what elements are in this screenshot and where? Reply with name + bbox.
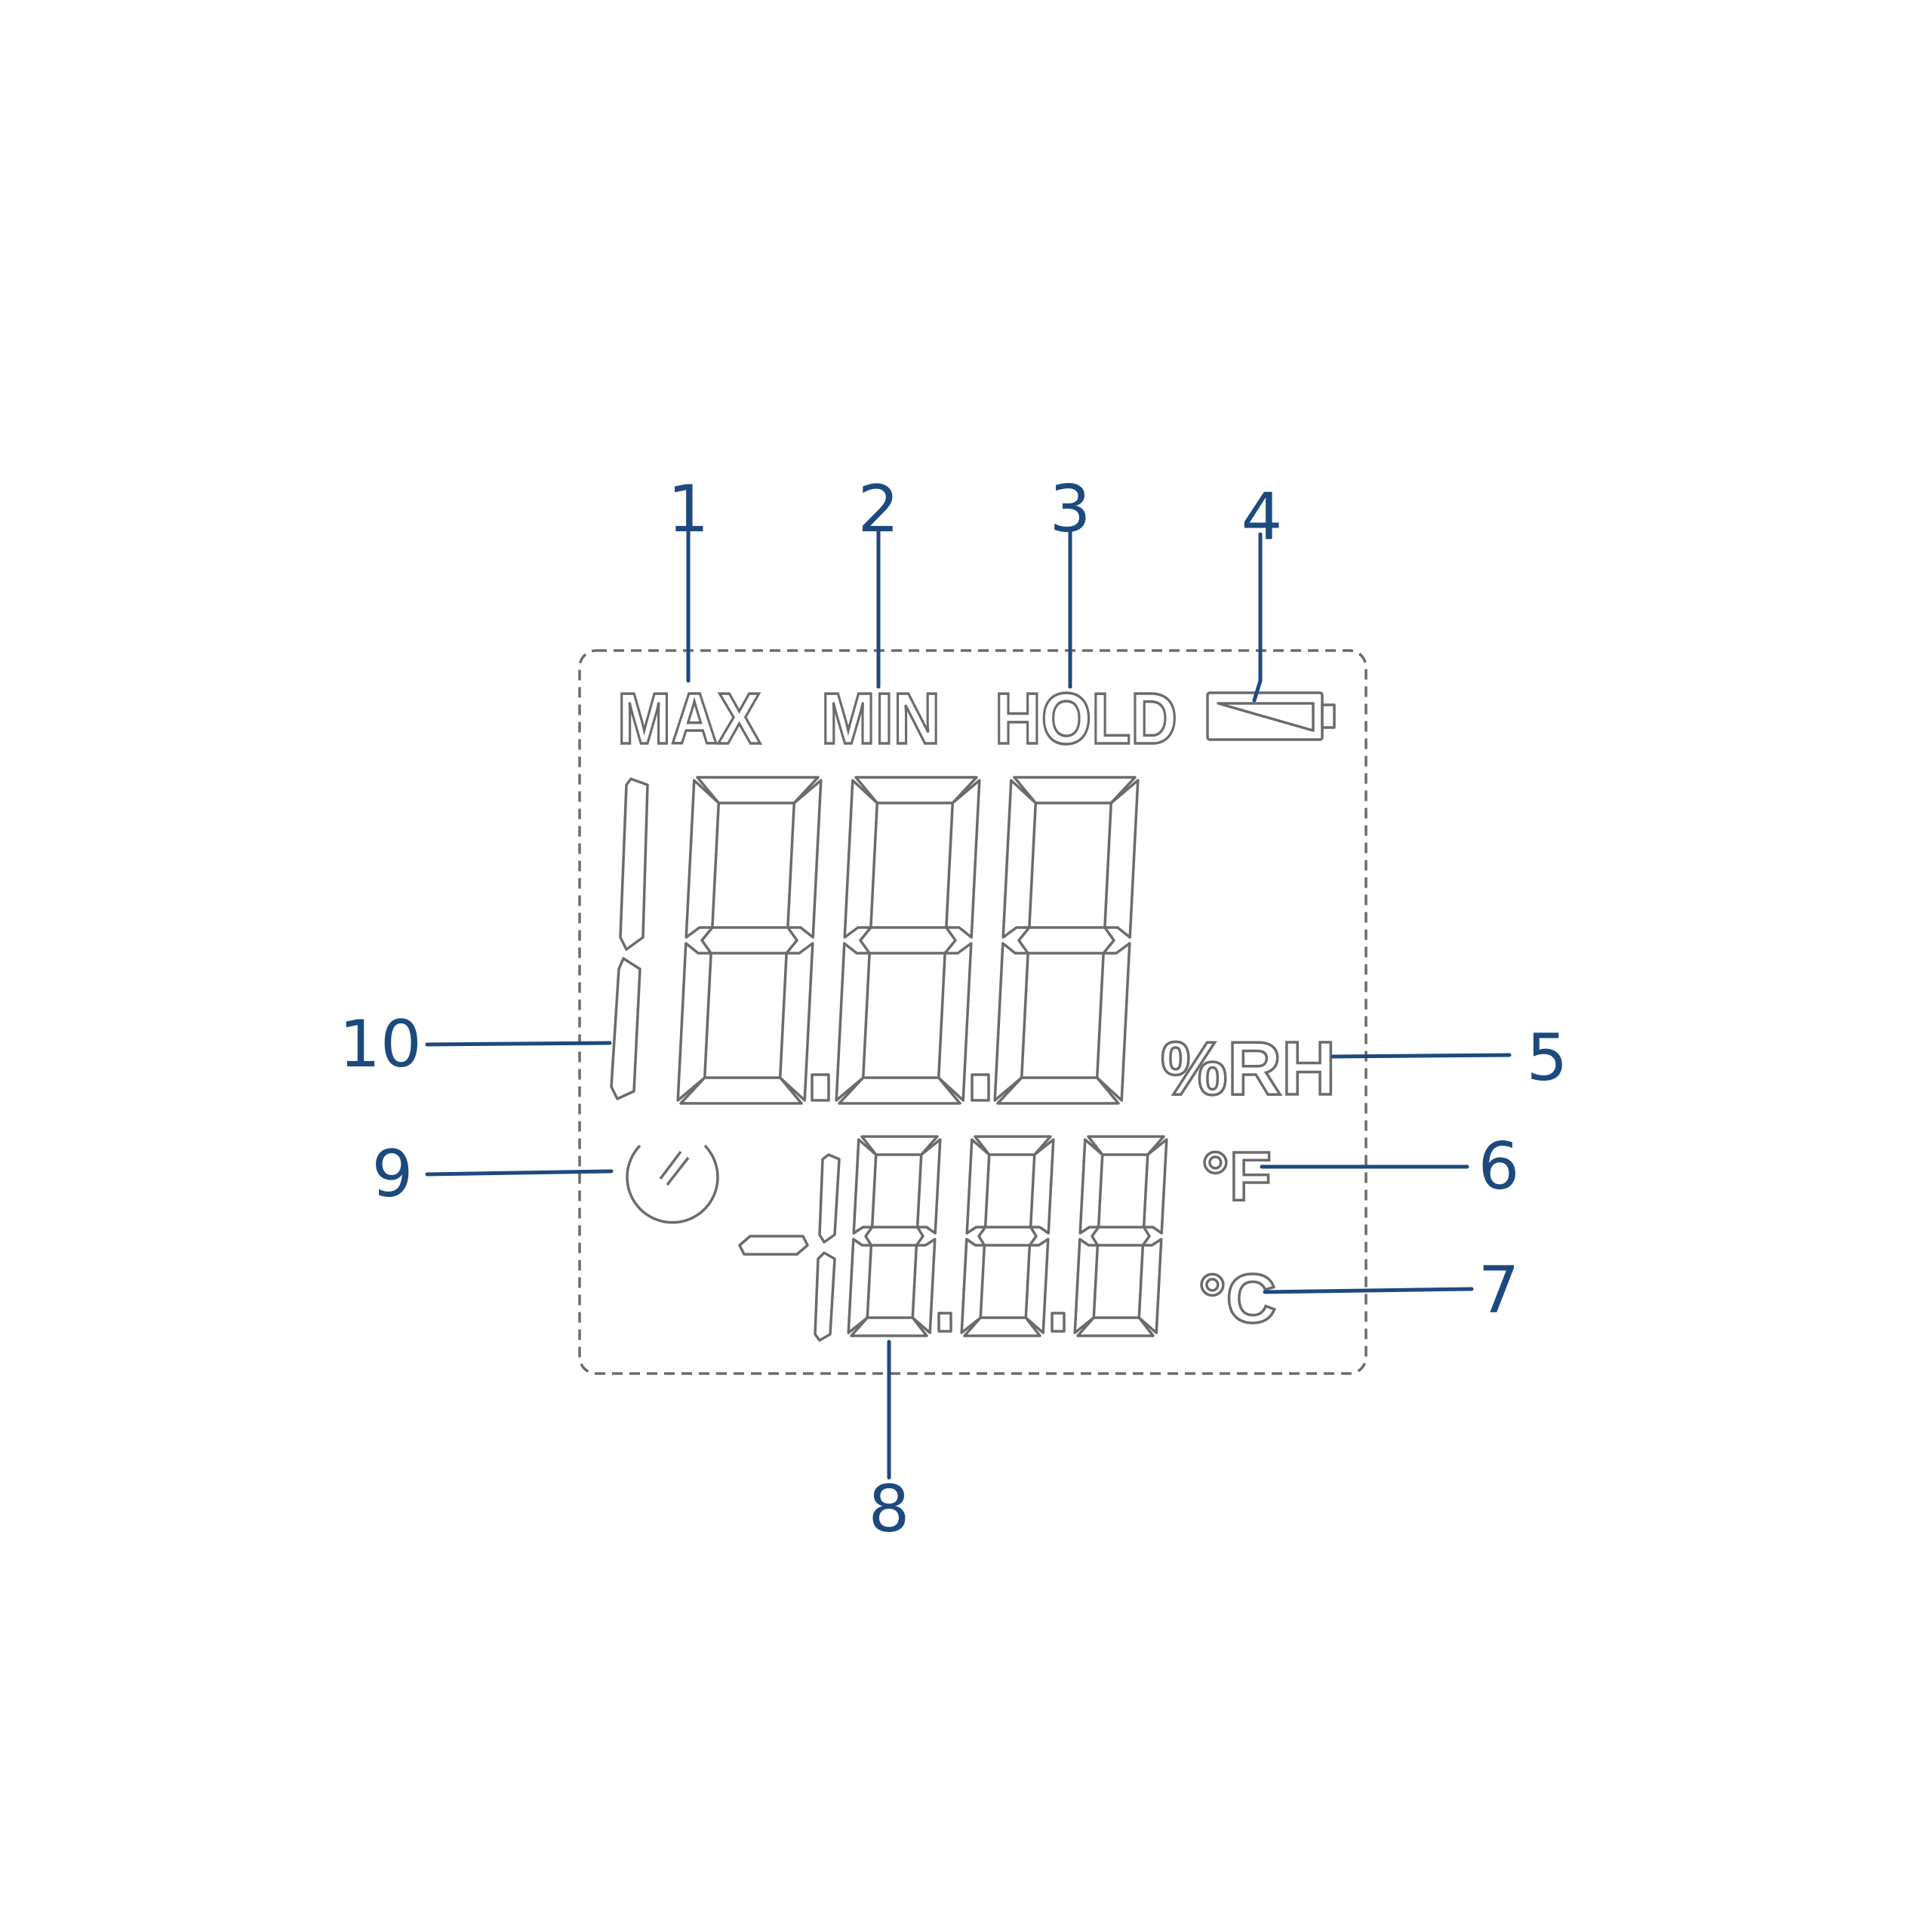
segment-g (859, 926, 957, 955)
secondary-digit-2 (960, 1135, 1066, 1337)
segment-d (996, 1076, 1120, 1105)
auto-power-off-icon (626, 1144, 719, 1224)
segment-e (1073, 1238, 1100, 1334)
leader-line-10 (425, 1041, 612, 1047)
secondary-digit-1 (847, 1135, 952, 1337)
segment-f (852, 1138, 878, 1235)
decimal-point (811, 1073, 830, 1102)
segment-d (850, 1316, 928, 1337)
segment-c (1095, 942, 1131, 1102)
battery-icon (1206, 691, 1336, 741)
secondary-display (738, 1135, 1168, 1342)
leader-line-9 (425, 1169, 614, 1177)
segment-f (965, 1138, 991, 1235)
callout-1: 1 (668, 472, 709, 547)
decimal-point (1051, 1312, 1066, 1333)
segment-f (685, 779, 721, 939)
segment-b (1142, 1138, 1168, 1235)
minus-segment (738, 1235, 809, 1256)
segment-g (977, 1226, 1038, 1247)
segment-e (676, 942, 712, 1102)
main-digit-3 (993, 776, 1140, 1105)
segment-b (1029, 1138, 1055, 1235)
celsius-unit-label: °C (1198, 1260, 1276, 1337)
decimal-point (971, 1073, 990, 1102)
segment-c (778, 942, 814, 1102)
callout-10: 10 (339, 1007, 421, 1082)
main-digit-1 (676, 776, 830, 1105)
segment-c (1024, 1238, 1050, 1334)
humidity-unit-label: %RH (1161, 1026, 1336, 1111)
callout-2: 2 (858, 472, 900, 547)
leader-line-7 (1263, 1287, 1474, 1294)
secondary-leading-one (814, 1153, 841, 1342)
segment-c (1137, 1238, 1163, 1334)
segment-e (993, 942, 1029, 1102)
segment-d (963, 1316, 1041, 1337)
leader-line-5 (1331, 1053, 1512, 1059)
segment-e (847, 1238, 873, 1334)
callout-9: 9 (372, 1137, 414, 1212)
segment-c (911, 1238, 937, 1334)
main-digit-2 (835, 776, 990, 1105)
segment-e (960, 1238, 986, 1334)
callout-5: 5 (1527, 1020, 1568, 1096)
decimal-point (937, 1312, 952, 1333)
segment-f (1078, 1138, 1104, 1235)
segment-b (786, 779, 823, 939)
segment-d (679, 1076, 803, 1105)
fahrenheit-unit-label: °F (1201, 1138, 1272, 1215)
segment-g (700, 926, 798, 955)
segment-d (838, 1076, 961, 1105)
segment-b (915, 1138, 942, 1235)
callout-8: 8 (869, 1472, 910, 1547)
secondary-digit-3 (1073, 1135, 1168, 1337)
segment-c (937, 942, 973, 1102)
callout-7: 7 (1478, 1253, 1520, 1328)
segment-f (1001, 779, 1038, 939)
segment-b (945, 779, 981, 939)
max-indicator: MAX (617, 678, 761, 759)
callout-4: 4 (1241, 479, 1283, 555)
main-leading-one (610, 777, 649, 1100)
segment-g (1091, 1226, 1151, 1247)
segment-d (1076, 1316, 1155, 1337)
segment-f (843, 779, 879, 939)
callout-3: 3 (1050, 472, 1091, 547)
segment-b (1103, 779, 1140, 939)
segment-e (835, 942, 871, 1102)
min-indicator: MIN (821, 678, 940, 759)
callout-6: 6 (1478, 1129, 1520, 1204)
segment-g (864, 1226, 924, 1247)
leader-line-4 (1252, 532, 1263, 703)
segment-g (1017, 926, 1115, 955)
hold-indicator: HOLD (995, 678, 1177, 759)
main-display (610, 776, 1140, 1105)
